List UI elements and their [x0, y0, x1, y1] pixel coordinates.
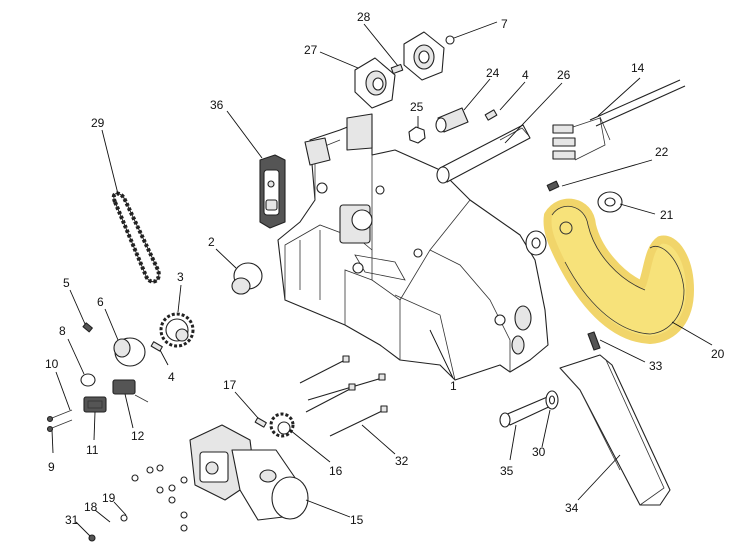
part-33-roll-pin — [587, 331, 601, 351]
part-3-sprocket — [159, 312, 195, 348]
part-32-bolts — [299, 355, 388, 437]
callout-32: 32 — [395, 454, 409, 468]
part-19-nuts — [120, 464, 188, 522]
callout-31: 31 — [65, 513, 79, 527]
callout-labels: 28 7 27 24 4 26 14 36 25 22 29 21 2 3 20… — [45, 10, 725, 527]
callout-25: 25 — [410, 100, 424, 114]
callout-24: 24 — [486, 66, 500, 80]
callout-29: 29 — [91, 116, 105, 130]
callout-9: 9 — [48, 460, 55, 474]
part-29-chain — [111, 191, 161, 284]
part-7-washer — [445, 35, 455, 45]
part-25-nut — [408, 126, 426, 144]
part-14-cable-connector — [552, 79, 686, 161]
callout-19: 19 — [102, 491, 116, 505]
part-26-shaft — [436, 124, 531, 184]
part-5-pin — [82, 322, 93, 333]
callout-10: 10 — [45, 357, 59, 371]
callout-18: 18 — [84, 500, 98, 514]
part-36-bearing-block — [259, 154, 286, 229]
callout-14: 14 — [631, 61, 645, 75]
part-17-pin — [254, 417, 267, 428]
part-4-key — [150, 341, 163, 352]
callout-8: 8 — [59, 324, 66, 338]
callout-28: 28 — [357, 10, 371, 24]
callout-22: 22 — [655, 145, 669, 159]
callout-4-top: 4 — [522, 68, 529, 82]
callout-6: 6 — [97, 295, 104, 309]
callout-17: 17 — [223, 378, 237, 392]
part-4-small-pin — [484, 109, 498, 121]
callout-1: 1 — [450, 379, 457, 393]
part-27-flange-bearing — [354, 57, 396, 109]
callout-5: 5 — [63, 276, 70, 290]
part-12-switch — [112, 379, 149, 403]
callout-20: 20 — [711, 347, 725, 361]
callout-15: 15 — [350, 513, 364, 527]
callout-21: 21 — [660, 208, 674, 222]
callout-36: 36 — [210, 98, 224, 112]
callout-3: 3 — [177, 270, 184, 284]
part-20-hook-arm — [543, 198, 694, 344]
callout-35: 35 — [500, 464, 514, 478]
part-6-collar — [113, 337, 146, 367]
part-16-sprocket — [269, 412, 295, 438]
part-8-ring — [80, 373, 96, 387]
part-34-channel-arm — [559, 354, 671, 506]
callout-34: 34 — [565, 501, 579, 515]
callout-30: 30 — [532, 445, 546, 459]
part-1-main-frame — [277, 113, 549, 381]
leader-lines — [51, 21, 713, 537]
part-2-bushing — [231, 262, 263, 295]
callout-11: 11 — [86, 443, 99, 457]
callout-27: 27 — [304, 43, 318, 57]
part-24-fitting — [435, 107, 469, 133]
callout-26: 26 — [557, 68, 571, 82]
part-28-flange-bearing — [390, 31, 445, 81]
callout-7: 7 — [501, 17, 508, 31]
callout-4-mid: 4 — [168, 370, 175, 384]
callout-33: 33 — [649, 359, 663, 373]
part-10-screws — [46, 409, 73, 433]
part-18-washers — [131, 474, 188, 532]
callout-16: 16 — [329, 464, 343, 478]
washer-near-hook — [525, 230, 547, 256]
part-15-gearmotor — [189, 424, 309, 521]
part-22-pin — [546, 180, 560, 192]
part-31-screw — [88, 534, 96, 542]
part-11-switch — [83, 396, 107, 413]
part-21-washer — [597, 191, 623, 213]
part-30-washer — [545, 390, 559, 410]
callout-12: 12 — [131, 429, 145, 443]
callout-2: 2 — [208, 235, 215, 249]
